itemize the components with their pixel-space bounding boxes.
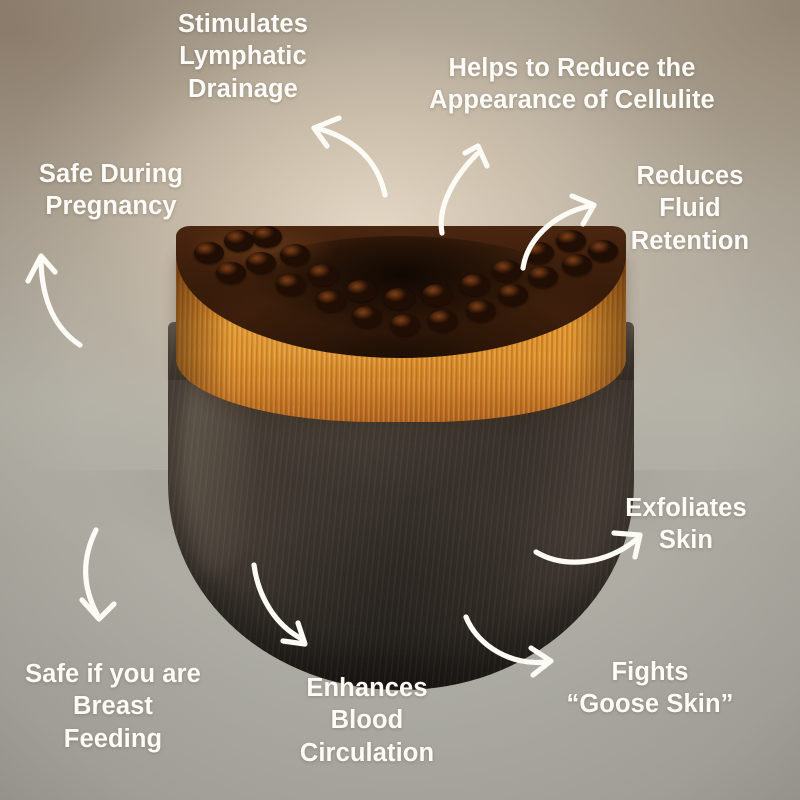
massage-nub: [428, 310, 458, 332]
callout-safe-if-breast-feeding: Safe if you are Breast Feeding: [25, 660, 201, 753]
callout-helps-reduce-cellulite: Helps to Reduce the Appearance of Cellul…: [429, 54, 715, 115]
callout-safe-during-pregnancy: Safe During Pregnancy: [38, 160, 184, 221]
callout-enhances-blood-circulation: Enhances Blood Circulation: [299, 674, 435, 767]
massage-nub: [280, 244, 310, 266]
massage-nub: [422, 284, 452, 306]
massage-nub: [498, 284, 528, 306]
massage-nub: [460, 274, 490, 296]
massage-nub: [390, 314, 420, 336]
massage-nub: [224, 230, 254, 252]
massage-nub: [588, 240, 618, 262]
massage-nub: [194, 242, 224, 264]
massage-nub: [528, 266, 558, 288]
massage-nub: [384, 288, 414, 310]
massage-nub: [308, 264, 338, 286]
massage-nub: [346, 280, 376, 302]
massage-nub: [252, 226, 282, 248]
massage-nub: [276, 274, 306, 296]
massage-nub: [246, 252, 276, 274]
massage-nub: [352, 306, 382, 328]
massage-nub: [316, 290, 346, 312]
massage-nub: [492, 260, 522, 282]
massage-nub: [216, 262, 246, 284]
massage-nub: [466, 300, 496, 322]
callout-stimulates-lymphatic-drainage: Stimulates Lymphatic Drainage: [178, 10, 308, 103]
callout-reduces-fluid-retention: Reduces Fluid Retention: [630, 162, 750, 255]
callout-exfoliates-skin: Exfoliates Skin: [625, 494, 747, 555]
brush-dark-bristle-head: [176, 226, 626, 358]
callout-fights-goose-skin: Fights “Goose Skin”: [566, 658, 734, 719]
